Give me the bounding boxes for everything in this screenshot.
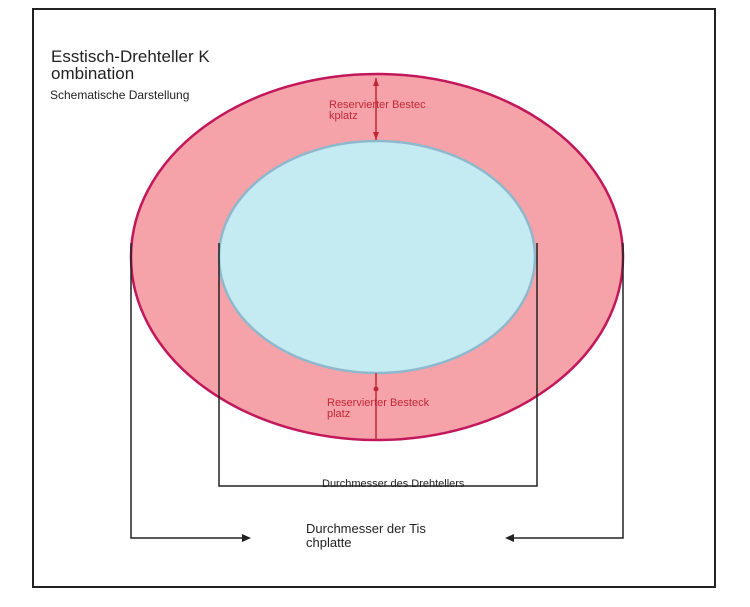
reserved-top-label: Reservierter Besteckplatz <box>329 99 426 122</box>
turntable-diameter-bracket <box>218 243 538 487</box>
tabletop-diameter-left-arrow <box>242 534 251 542</box>
reserved-bottom-marker-dot <box>373 386 379 392</box>
tabletop-diameter-label: Durchmesser der Tischplatte <box>306 521 426 550</box>
tabletop-diameter-left-line <box>130 243 243 539</box>
reserved-top-arrow-down <box>373 132 379 140</box>
reserved-bottom-label: Reservierter Besteckplatz <box>327 397 430 420</box>
turntable-ellipse <box>217 139 537 375</box>
diagram-subtitle: Schematische Darstellung <box>50 88 190 102</box>
tabletop-diameter-right-line <box>513 243 624 539</box>
tabletop-diameter-right-arrow <box>505 534 514 542</box>
diagram-title: Esstisch-Drehteller Kombination <box>51 47 210 83</box>
reserved-top-arrow-up <box>373 78 379 86</box>
turntable-diameter-label: Durchmesser des Drehtellers <box>322 478 465 490</box>
